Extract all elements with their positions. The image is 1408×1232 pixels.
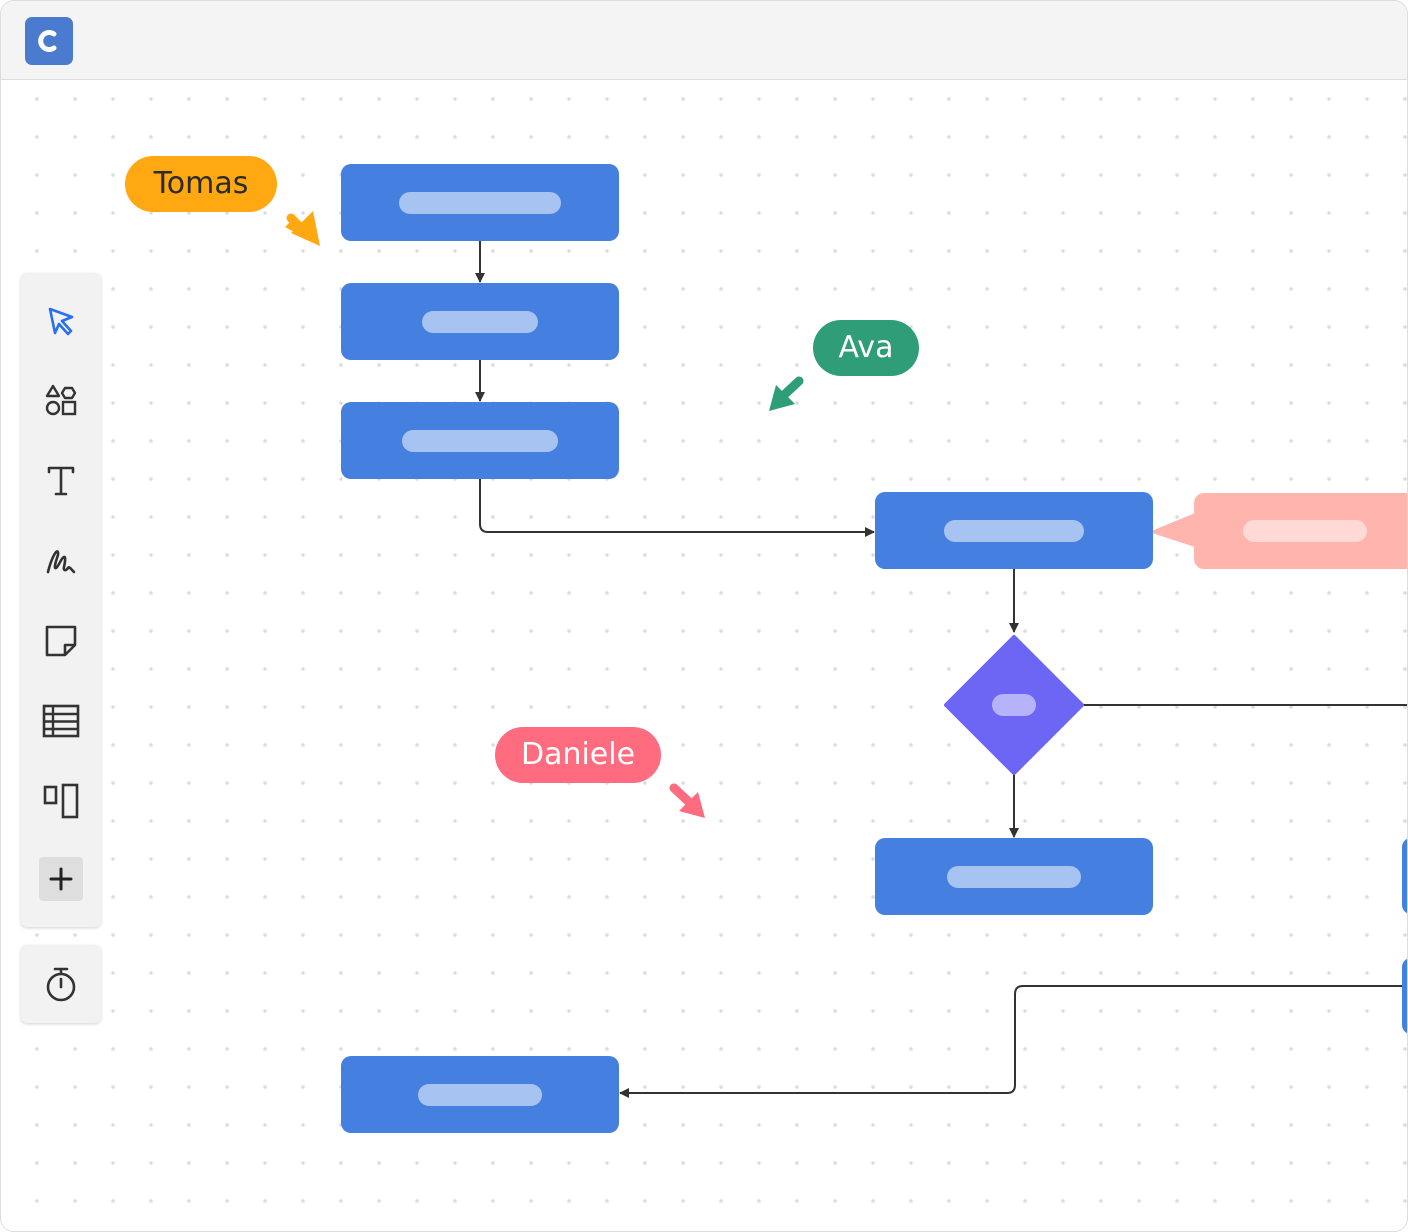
timer-tool[interactable] — [39, 962, 83, 1006]
table-icon — [42, 704, 80, 738]
more-tool[interactable] — [39, 857, 83, 901]
node-placeholder — [399, 191, 561, 214]
flow-node[interactable] — [341, 402, 619, 479]
shapes-icon — [45, 384, 77, 416]
comment-tail — [1149, 513, 1195, 547]
decision-diamond[interactable] — [944, 635, 1084, 775]
table-tool[interactable] — [39, 699, 83, 743]
text-tool[interactable] — [39, 459, 83, 503]
sticky-note-tool[interactable] — [39, 619, 83, 663]
stopwatch-icon — [46, 967, 76, 1002]
tool-palette — [21, 273, 101, 927]
whiteboard-canvas[interactable] — [1, 80, 1407, 1231]
flow-node[interactable] — [341, 164, 619, 241]
flow-node[interactable] — [341, 283, 619, 360]
node-placeholder — [418, 1083, 542, 1106]
draw-tool[interactable] — [39, 539, 83, 583]
flow-node[interactable] — [341, 1056, 619, 1133]
frame-tool[interactable] — [39, 779, 83, 823]
node-placeholder — [402, 429, 558, 452]
pen-scribble-icon — [46, 550, 76, 574]
decision-placeholder — [992, 694, 1036, 716]
collaborator-label-tomas: Tomas — [125, 156, 277, 212]
sticky-note-icon — [45, 625, 77, 657]
node-placeholder — [422, 310, 538, 333]
comment-note[interactable] — [1194, 493, 1407, 569]
frames-icon — [43, 783, 79, 819]
plus-icon — [49, 867, 73, 891]
flow-node[interactable] — [875, 838, 1153, 915]
flow-node-edge[interactable] — [1402, 838, 1408, 914]
node-placeholder — [947, 865, 1081, 888]
flow-node[interactable] — [875, 492, 1153, 569]
shapes-tool[interactable] — [39, 379, 83, 423]
collaborator-label-ava: Ava — [813, 320, 919, 376]
comment-placeholder — [1243, 520, 1367, 542]
pointer-icon — [48, 307, 74, 336]
connector-line[interactable] — [479, 479, 875, 537]
c-logo-icon[interactable] — [25, 17, 73, 65]
top-bar — [1, 1, 1407, 80]
collaborator-label-daniele: Daniele — [495, 727, 661, 783]
flow-node-edge[interactable] — [1402, 958, 1408, 1034]
text-icon — [47, 466, 75, 496]
connector-line[interactable] — [619, 985, 1408, 1098]
node-placeholder — [944, 519, 1084, 542]
secondary-tool-palette — [21, 945, 101, 1023]
select-tool[interactable] — [39, 299, 83, 343]
